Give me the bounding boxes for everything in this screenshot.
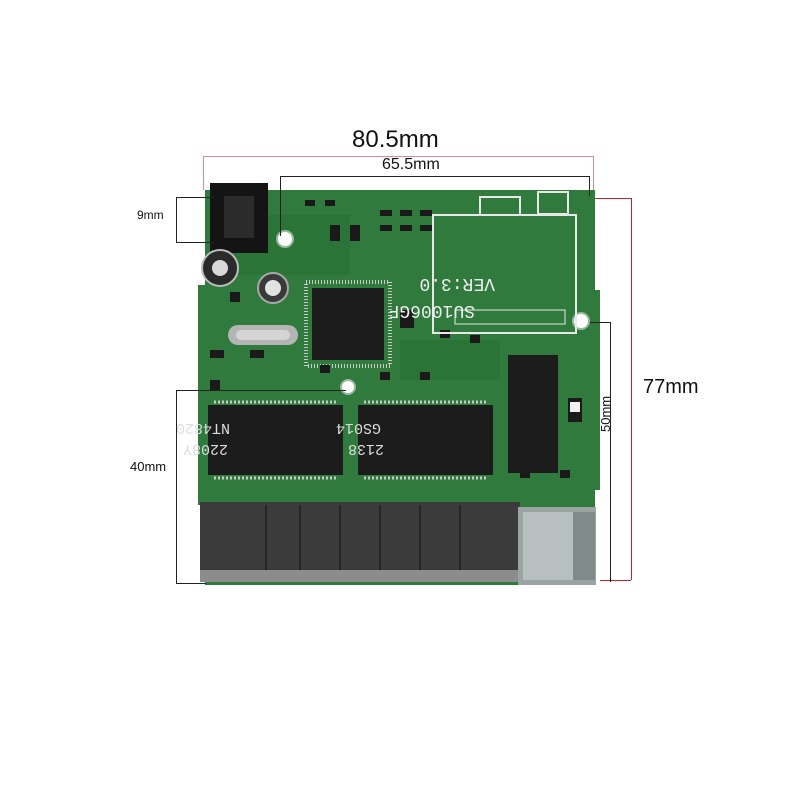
chip-mid-line1: GS014: [336, 419, 381, 436]
dim-tick: [176, 390, 346, 391]
label-jack-height: 9mm: [137, 208, 164, 222]
board-label-model: SU1006GF: [389, 300, 475, 320]
label-hole-spacing: 65.5mm: [382, 156, 440, 173]
dim-line-hole-spacing: [280, 176, 590, 177]
dim-tick: [600, 580, 631, 581]
dim-tick: [203, 156, 204, 190]
chip-left-line1: NT4820: [176, 419, 230, 436]
label-total-width: 80.5mm: [352, 126, 439, 153]
dim-line-jack: [176, 197, 177, 242]
dim-tick: [280, 176, 281, 236]
dim-tick: [176, 583, 206, 584]
dim-tick: [176, 242, 214, 243]
dim-tick: [595, 198, 631, 199]
dim-line-total-width: [203, 156, 593, 157]
dim-tick: [589, 176, 590, 196]
dim-tick: [590, 322, 610, 323]
board-label-version: VER:3.0: [419, 273, 495, 293]
dim-line-total-height: [631, 198, 632, 580]
dim-line-port-height: [610, 322, 611, 582]
chip-mid-line2: 2138: [348, 440, 384, 457]
dim-line-chip-height: [176, 390, 177, 583]
label-total-height: 77mm: [643, 376, 699, 398]
dim-tick: [176, 197, 214, 198]
chip-left-line2: 2208Y: [183, 440, 228, 457]
label-chip-height: 40mm: [130, 459, 167, 474]
dim-tick: [593, 156, 594, 190]
label-port-height: 50mm: [598, 395, 613, 432]
